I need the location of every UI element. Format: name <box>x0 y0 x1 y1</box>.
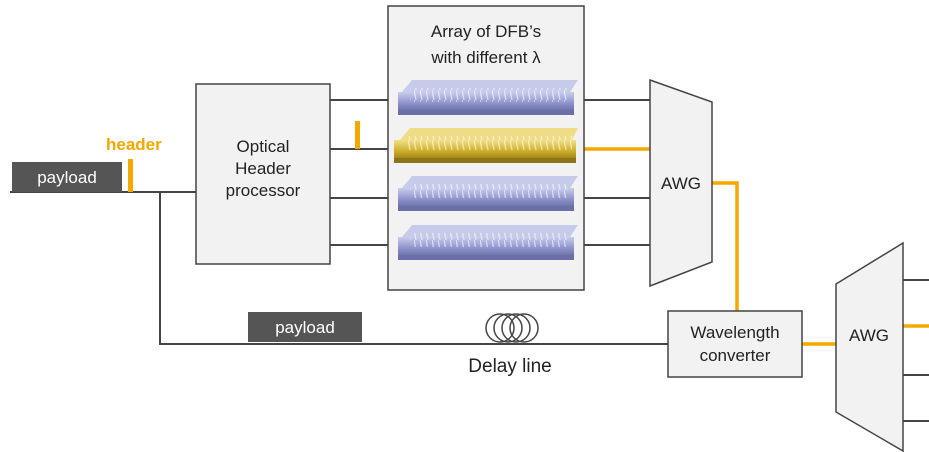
awg-to-converter-active <box>712 181 739 311</box>
wavelength-converter-label-1: Wavelength <box>690 323 779 342</box>
delayed-packet: payload <box>248 312 362 342</box>
highlight-lines <box>584 147 929 346</box>
header-label: header <box>106 135 162 154</box>
optical-header-processor: Optical Header processor <box>195 83 331 265</box>
header-processor-label-3: processor <box>226 181 301 200</box>
payload-label-delay: payload <box>275 318 335 337</box>
header-processor-label-1: Optical <box>237 137 290 156</box>
signal-lines <box>10 99 929 422</box>
delay-line-label: Delay line <box>468 356 551 377</box>
incoming-packet: payload header <box>12 135 162 192</box>
awg-1: AWG <box>649 78 713 288</box>
wavelength-converter-label-2: converter <box>700 346 771 365</box>
header-marker <box>128 159 133 192</box>
wavelength-converter: Wavelength converter <box>667 310 803 378</box>
dfb-laser-1 <box>398 80 578 115</box>
awg-1-shape <box>649 78 713 288</box>
delay-path-line <box>159 192 668 345</box>
dfb-laser-3 <box>398 176 578 211</box>
payload-block-delay <box>248 312 362 342</box>
awg-2-shape <box>835 241 904 452</box>
delay-line-coil-icon <box>485 313 539 343</box>
awg-1-label: AWG <box>661 174 701 193</box>
dfb-laser-2 <box>394 128 578 163</box>
dfb-array: Array of DFB’s with different λ <box>387 5 585 291</box>
header-processor-box <box>195 83 331 265</box>
awg-2-label: AWG <box>849 326 889 345</box>
header-processor-label-2: Header <box>235 159 291 178</box>
wavelength-converter-box <box>667 310 803 378</box>
awg-2: AWG <box>835 241 904 452</box>
selected-header-marker <box>355 121 360 149</box>
payload-block-in <box>12 162 122 192</box>
dfb-array-title-2: with different λ <box>430 48 541 67</box>
payload-label-in: payload <box>37 168 97 187</box>
dfb-laser-4 <box>398 225 578 260</box>
dfb-array-title-1: Array of DFB’s <box>431 22 541 41</box>
